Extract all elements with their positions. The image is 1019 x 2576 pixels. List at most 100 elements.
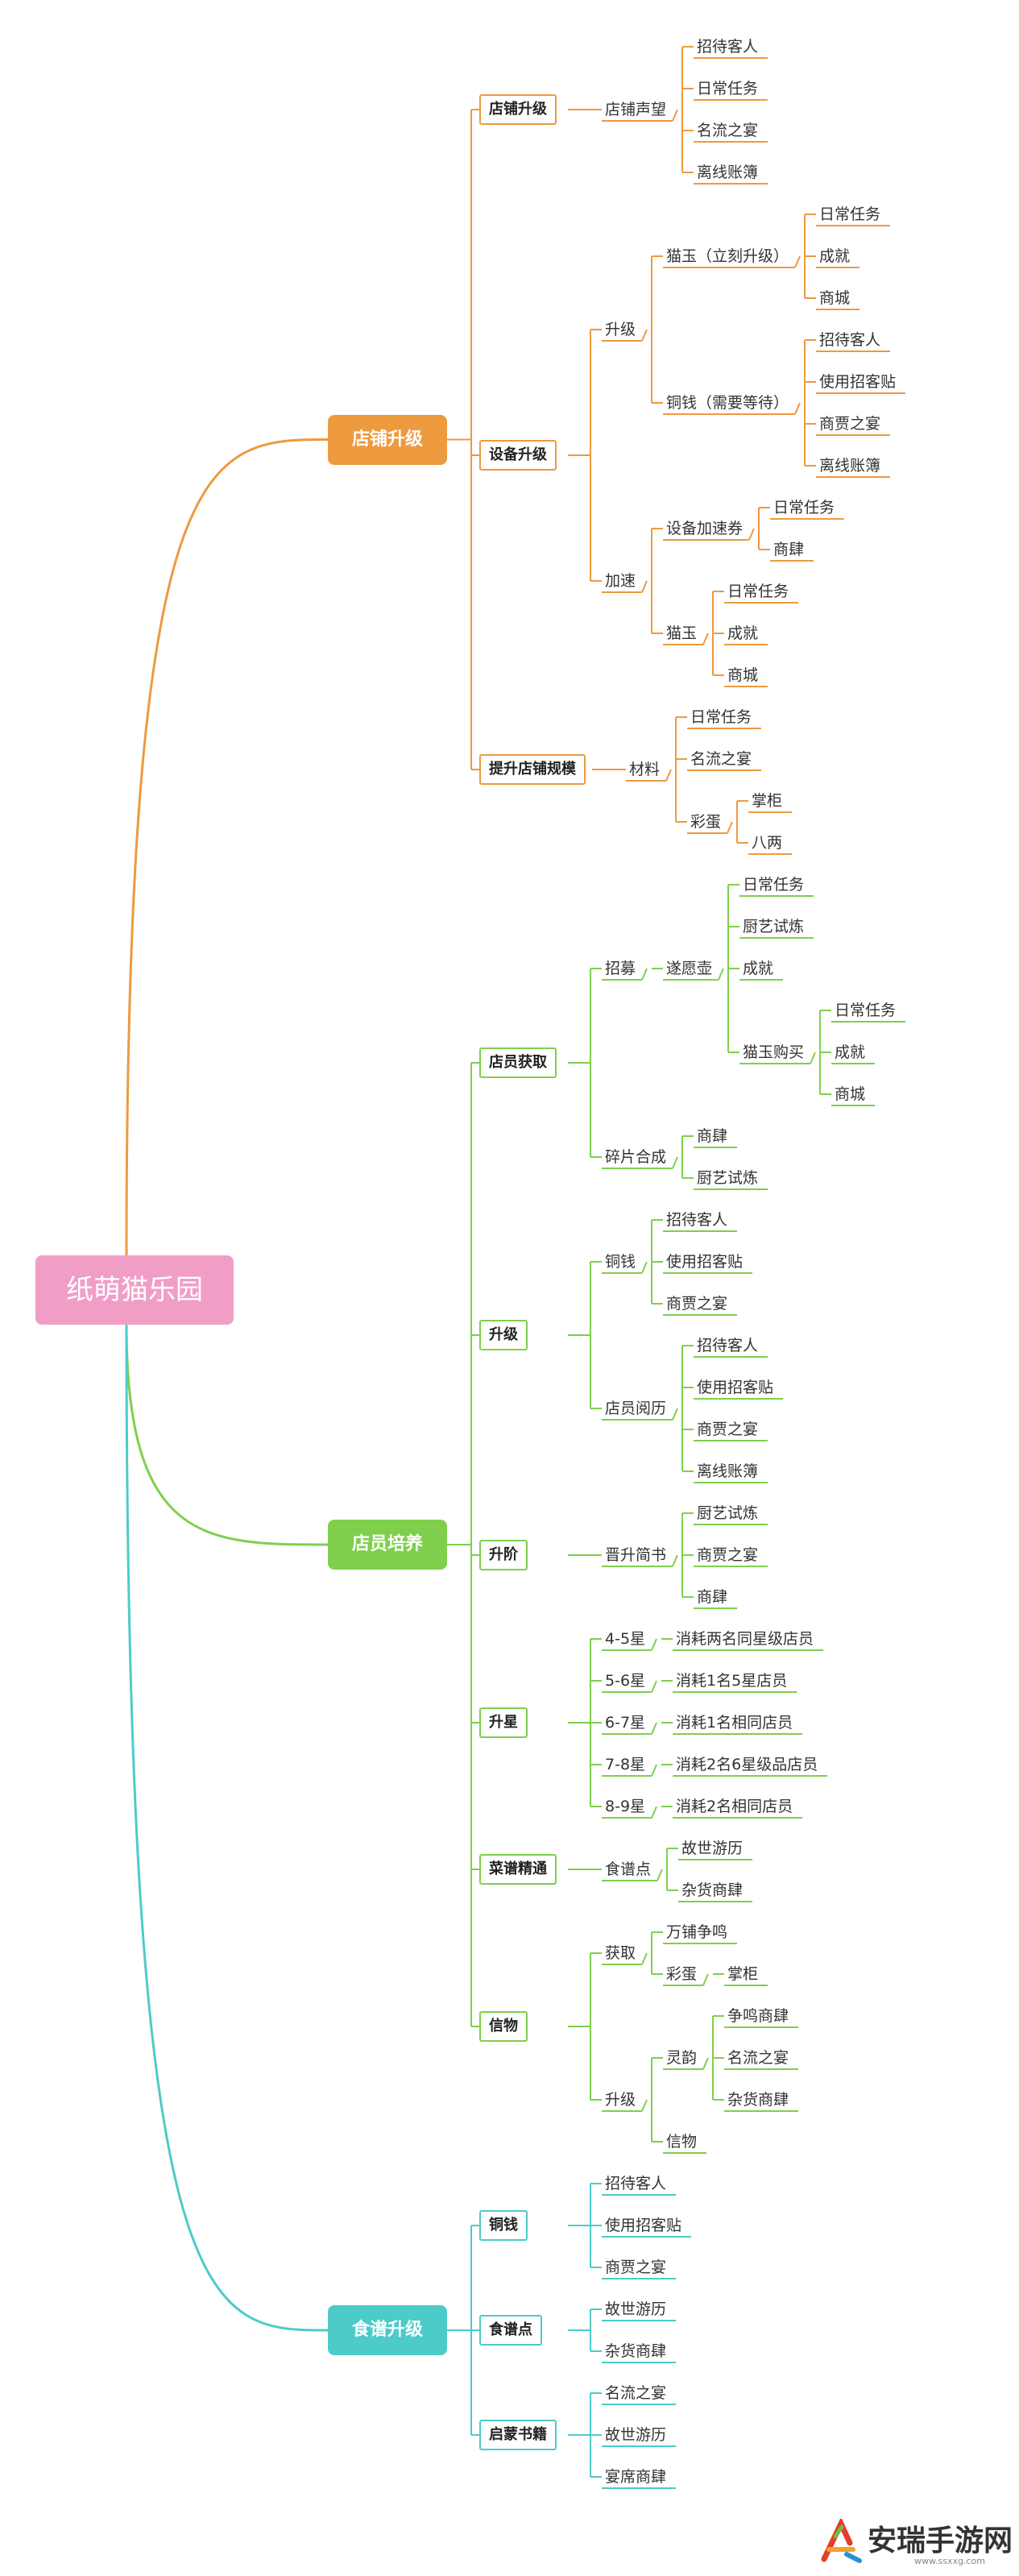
node-label-e59586e88286[interactable]: 商肆 [697, 1588, 728, 1606]
branch-node-green[interactable]: 店员培养 [328, 1520, 447, 1570]
node-label-e4b887e993bae4ba89e9b8a3[interactable]: 万铺争鸣 [666, 1923, 728, 1941]
node-label-e697a5e5b8b8e4bbbbe58aa1[interactable]: 日常任务 [743, 876, 805, 894]
node-label-e9939ce992b1[interactable]: 铜钱 [605, 1253, 636, 1271]
node-label-e68b9be58b9f[interactable]: 招募 [605, 960, 636, 977]
node-label-e6b688e880971e5908d5e698[interactable]: 消耗1名5星店员 [676, 1672, 788, 1690]
category-box-e88f9ce8b0b1e7b2bee9809a[interactable]: 菜谱精通 [479, 1854, 557, 1885]
node-label-e68e8ce69f9c[interactable]: 掌柜 [752, 792, 783, 810]
node-label-e59586e8b4bee4b98be5aeb4[interactable]: 商贾之宴 [697, 1421, 759, 1438]
branch-node-orange[interactable]: 店铺升级 [328, 414, 447, 465]
node-label-e697a5e5b8b8e4bbbbe58aa1[interactable]: 日常任务 [835, 1002, 897, 1019]
node-label-e68890e5b0b1[interactable]: 成就 [743, 960, 774, 977]
node-label-e68b9be5be85e5aea2e4baba[interactable]: 招待客人 [605, 2175, 667, 2192]
node-label-e69585e4b896e6b8b8e58e86[interactable]: 故世游历 [605, 2426, 667, 2444]
node-label-e6998be58d87e7ae80e4b9a6[interactable]: 晋升简书 [605, 1546, 667, 1564]
node-label-e69d82e8b4a7e59586e88286[interactable]: 杂货商肆 [681, 1881, 744, 1899]
node-label-e5908de6b581e4b98be5aeb4[interactable]: 名流之宴 [690, 750, 752, 768]
node-label-e4bdbfe794a8e68b9be5aea2[interactable]: 使用招客贴 [605, 2217, 682, 2234]
node-label-e58ea8e889bae8af95e782bc[interactable]: 厨艺试炼 [697, 1169, 759, 1187]
node-label-e4bdbfe794a8e68b9be5aea2[interactable]: 使用招客贴 [666, 1253, 744, 1271]
node-label-e58ea8e889bae8af95e782bc[interactable]: 厨艺试炼 [743, 918, 805, 935]
node-label-8-9e6989f[interactable]: 8-9星 [605, 1798, 646, 1815]
category-box-e590afe89299e4b9a6e7b18d[interactable]: 启蒙书籍 [479, 2420, 557, 2450]
node-label-e59586e88286[interactable]: 商肆 [773, 541, 805, 558]
node-label-e59586e8b4bee4b98be5aeb4[interactable]: 商贾之宴 [605, 2259, 667, 2276]
category-box-e58d87e6989f[interactable]: 升星 [479, 1707, 528, 1738]
category-box-e5ba97e993bae58d87e7baa7[interactable]: 店铺升级 [479, 94, 557, 125]
node-label-e69d90e69699[interactable]: 材料 [629, 761, 661, 778]
node-label-e4bdbfe794a8e68b9be5aea2[interactable]: 使用招客贴 [819, 373, 897, 391]
root-node[interactable]: 纸萌猫乐园 [35, 1255, 234, 1325]
node-label-e68b9be5be85e5aea2e4baba[interactable]: 招待客人 [819, 331, 881, 349]
node-label-e68890e5b0b1[interactable]: 成就 [819, 247, 851, 265]
node-label-e69585e4b896e6b8b8e58e86[interactable]: 故世游历 [681, 1840, 744, 1857]
node-label-6-7e6989f[interactable]: 6-7星 [605, 1714, 646, 1732]
node-label-e69585e4b896e6b8b8e58e86[interactable]: 故世游历 [605, 2300, 667, 2318]
node-label-e7a28ee78987e59088e68890[interactable]: 碎片合成 [605, 1148, 667, 1166]
node-label-e6b688e880972e5908d6e698[interactable]: 消耗2名6星级品店员 [676, 1756, 818, 1773]
node-label-e58d87e7baa7[interactable]: 升级 [605, 2091, 636, 2109]
node-label-e59586e88286[interactable]: 商肆 [697, 1127, 728, 1145]
node-label-e59586e8b4bee4b98be5aeb4[interactable]: 商贾之宴 [666, 1295, 728, 1313]
category-box-e58d87e998b6[interactable]: 升阶 [479, 1540, 528, 1570]
node-label-e59586e59f8e[interactable]: 商城 [835, 1085, 866, 1103]
node-label-e68b9be5be85e5aea2e4baba[interactable]: 招待客人 [697, 1337, 759, 1354]
category-box-e8aebee5a487e58d87e7baa7[interactable]: 设备升级 [479, 440, 557, 471]
node-label-e697a5e5b8b8e4bbbbe58aa1[interactable]: 日常任务 [727, 583, 789, 600]
node-label-e9939ce992b1efbc88e99c80[interactable]: 铜钱（需要等待） [666, 394, 789, 412]
node-label-e5908de6b581e4b98be5aeb4[interactable]: 名流之宴 [697, 122, 759, 139]
node-label-e5ba97e993bae5a3b0e69c9b[interactable]: 店铺声望 [605, 101, 667, 118]
node-label-4-5e6989f[interactable]: 4-5星 [605, 1630, 646, 1648]
node-label-e5aeb4e5b8ade59586e88286[interactable]: 宴席商肆 [605, 2468, 667, 2486]
node-label-e68890e5b0b1[interactable]: 成就 [727, 624, 759, 642]
node-label-e58aa0e9809f[interactable]: 加速 [605, 572, 636, 590]
node-label-e78cabe78e89e8b4ade4b9b0[interactable]: 猫玉购买 [743, 1043, 805, 1061]
node-label-e5908de6b581e4b98be5aeb4[interactable]: 名流之宴 [727, 2049, 789, 2067]
node-label-e5bda9e89b8b[interactable]: 彩蛋 [666, 1965, 698, 1983]
node-label-e4ba89e9b8a3e59586e88286[interactable]: 争鸣商肆 [727, 2007, 789, 2025]
node-label-e6b688e880971e5908de79bb[interactable]: 消耗1名相同店员 [676, 1714, 793, 1732]
node-label-e781b5e99fb5[interactable]: 灵韵 [666, 2049, 698, 2067]
node-label-e68890e5b0b1[interactable]: 成就 [835, 1043, 866, 1061]
node-label-e697a5e5b8b8e4bbbbe58aa1[interactable]: 日常任务 [697, 80, 759, 97]
node-label-e9a39fe8b0b1e782b9[interactable]: 食谱点 [605, 1860, 652, 1878]
node-label-e88eb7e58f96[interactable]: 获取 [605, 1944, 636, 1962]
node-label-e68e8ce69f9c[interactable]: 掌柜 [727, 1965, 759, 1983]
node-label-e7a6bbe7babfe8b4a6e7b0bf[interactable]: 离线账簿 [697, 1462, 759, 1480]
node-label-e58d87e7baa7[interactable]: 升级 [605, 321, 636, 338]
node-label-e697a5e5b8b8e4bbbbe58aa1[interactable]: 日常任务 [690, 708, 752, 726]
node-label-7-8e6989f[interactable]: 7-8星 [605, 1756, 646, 1773]
category-box-e68f90e58d87e5ba97e993ba[interactable]: 提升店铺规模 [479, 754, 586, 785]
node-label-e68b9be5be85e5aea2e4baba[interactable]: 招待客人 [697, 38, 759, 56]
node-label-e4bfa1e789a9[interactable]: 信物 [666, 2133, 698, 2151]
category-box-e4bfa1e789a9[interactable]: 信物 [479, 2011, 528, 2042]
node-label-e5bda9e89b8b[interactable]: 彩蛋 [690, 813, 722, 831]
node-label-e5908de6b581e4b98be5aeb4[interactable]: 名流之宴 [605, 2384, 667, 2402]
node-label-e58ea8e889bae8af95e782bc[interactable]: 厨艺试炼 [697, 1504, 759, 1522]
branch-node-teal[interactable]: 食谱升级 [328, 2305, 447, 2355]
node-label-e78cabe78e89[interactable]: 猫玉 [666, 624, 698, 642]
node-label-e78cabe78e89efbc88e7ab8b[interactable]: 猫玉（立刻升级） [666, 247, 789, 265]
node-label-e59586e8b4bee4b98be5aeb4[interactable]: 商贾之宴 [697, 1546, 759, 1564]
node-label-e59586e59f8e[interactable]: 商城 [727, 666, 759, 684]
node-label-e585abe4b8a4[interactable]: 八两 [752, 834, 783, 852]
category-box-e9939ce992b1[interactable]: 铜钱 [479, 2210, 528, 2241]
node-label-e6b688e88097e4b8a4e5908d[interactable]: 消耗两名同星级店员 [676, 1630, 814, 1648]
node-label-e7a6bbe7babfe8b4a6e7b0bf[interactable]: 离线账簿 [697, 164, 759, 181]
category-box-e5ba97e59198e88eb7e58f96[interactable]: 店员获取 [479, 1047, 557, 1078]
node-label-e98182e684bfe5a3b6[interactable]: 遂愿壶 [666, 960, 713, 977]
node-label-e69d82e8b4a7e59586e88286[interactable]: 杂货商肆 [727, 2091, 789, 2109]
node-label-e697a5e5b8b8e4bbbbe58aa1[interactable]: 日常任务 [819, 205, 881, 223]
node-label-e59586e59f8e[interactable]: 商城 [819, 289, 851, 307]
node-label-e6b688e880972e5908de79bb[interactable]: 消耗2名相同店员 [676, 1798, 793, 1815]
category-box-e58d87e7baa7[interactable]: 升级 [479, 1320, 528, 1350]
node-label-e69d82e8b4a7e59586e88286[interactable]: 杂货商肆 [605, 2342, 667, 2360]
node-label-e68b9be5be85e5aea2e4baba[interactable]: 招待客人 [666, 1211, 728, 1229]
node-label-e59586e8b4bee4b98be5aeb4[interactable]: 商贾之宴 [819, 415, 881, 433]
category-box-e9a39fe8b0b1e782b9[interactable]: 食谱点 [479, 2315, 542, 2346]
node-label-5-6e6989f[interactable]: 5-6星 [605, 1672, 646, 1690]
node-label-e5ba97e59198e99885e58e86[interactable]: 店员阅历 [605, 1400, 667, 1417]
node-label-e697a5e5b8b8e4bbbbe58aa1[interactable]: 日常任务 [773, 499, 835, 516]
node-label-e4bdbfe794a8e68b9be5aea2[interactable]: 使用招客贴 [697, 1379, 774, 1396]
node-label-e7a6bbe7babfe8b4a6e7b0bf[interactable]: 离线账簿 [819, 457, 881, 475]
